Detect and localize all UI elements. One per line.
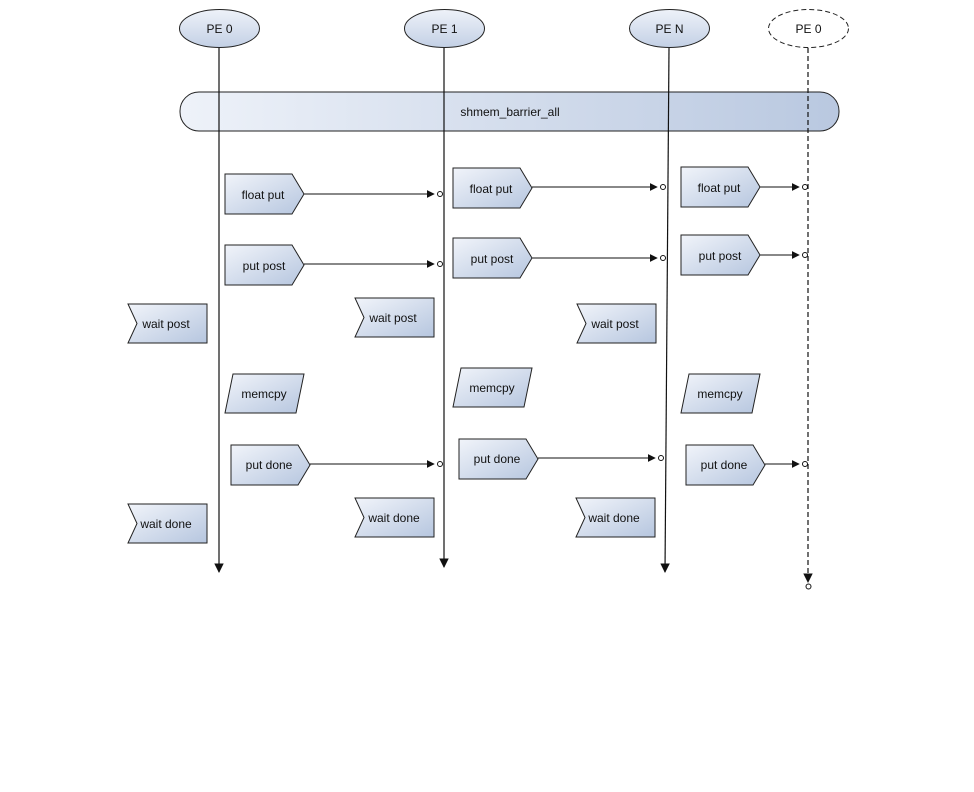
arrow-put-done-pe0 — [310, 460, 443, 468]
svg-text:wait post: wait post — [590, 317, 639, 331]
wait-done-pe0: wait done — [127, 503, 208, 544]
pe-header-0-remote: PE 0 — [768, 9, 849, 48]
put-post-pe0: put post — [224, 244, 305, 286]
svg-text:wait post: wait post — [368, 311, 417, 325]
wait-post-pe0: wait post — [127, 303, 208, 344]
lifeline-pe0-remote-end — [805, 583, 812, 590]
pe-label: PE 0 — [206, 22, 232, 36]
svg-text:memcpy: memcpy — [697, 387, 742, 401]
put-done-pe1: put done — [458, 438, 539, 480]
float-put-pen: float put — [680, 166, 761, 208]
pe-label: PE N — [655, 22, 683, 36]
lifeline-pen — [660, 47, 670, 573]
svg-text:wait done: wait done — [587, 511, 640, 525]
memcpy-pe1: memcpy — [452, 367, 533, 408]
svg-text:memcpy: memcpy — [241, 387, 286, 401]
arrow-float-put-pe0 — [304, 190, 443, 198]
message-arrows — [304, 183, 808, 468]
arrow-put-done-pen — [765, 460, 808, 468]
pe-header-n: PE N — [629, 9, 710, 48]
svg-text:put post: put post — [471, 252, 514, 266]
put-post-pen: put post — [680, 234, 761, 276]
put-done-pen: put done — [685, 444, 766, 486]
pe-header-0: PE 0 — [179, 9, 260, 48]
svg-text:float put: float put — [470, 182, 513, 196]
wait-done-pen: wait done — [575, 497, 656, 538]
wait-post-pen: wait post — [576, 303, 657, 344]
float-put-pe0: float put — [224, 173, 305, 215]
arrow-put-post-pen — [760, 251, 808, 259]
arrow-float-put-pe1 — [532, 183, 666, 191]
svg-text:wait done: wait done — [139, 517, 192, 531]
svg-text:put done: put done — [701, 458, 748, 472]
pe-label: PE 0 — [795, 22, 821, 36]
arrow-put-post-pe1 — [532, 254, 666, 262]
svg-text:put done: put done — [246, 458, 293, 472]
put-post-pe1: put post — [452, 237, 533, 279]
memcpy-pen: memcpy — [680, 373, 761, 414]
svg-text:put post: put post — [699, 249, 742, 263]
svg-text:wait post: wait post — [141, 317, 190, 331]
arrow-put-post-pe0 — [304, 260, 443, 268]
wait-done-pe1: wait done — [354, 497, 435, 538]
barrier-label: shmem_barrier_all — [460, 105, 559, 119]
arrow-float-put-pen — [760, 183, 808, 191]
svg-text:memcpy: memcpy — [469, 381, 514, 395]
wait-post-pe1: wait post — [354, 297, 435, 338]
svg-text:wait done: wait done — [367, 511, 420, 525]
svg-text:float put: float put — [698, 181, 741, 195]
pe-label: PE 1 — [431, 22, 457, 36]
svg-text:put done: put done — [474, 452, 521, 466]
pe-header-1: PE 1 — [404, 9, 485, 48]
memcpy-pe0: memcpy — [224, 373, 305, 414]
put-done-pe0: put done — [230, 444, 311, 486]
arrow-put-done-pe1 — [538, 454, 664, 462]
svg-text:float put: float put — [242, 188, 285, 202]
lifelines — [214, 47, 813, 590]
float-put-pe1: float put — [452, 167, 533, 209]
barrier-bar: shmem_barrier_all — [179, 91, 840, 132]
svg-text:put post: put post — [243, 259, 286, 273]
